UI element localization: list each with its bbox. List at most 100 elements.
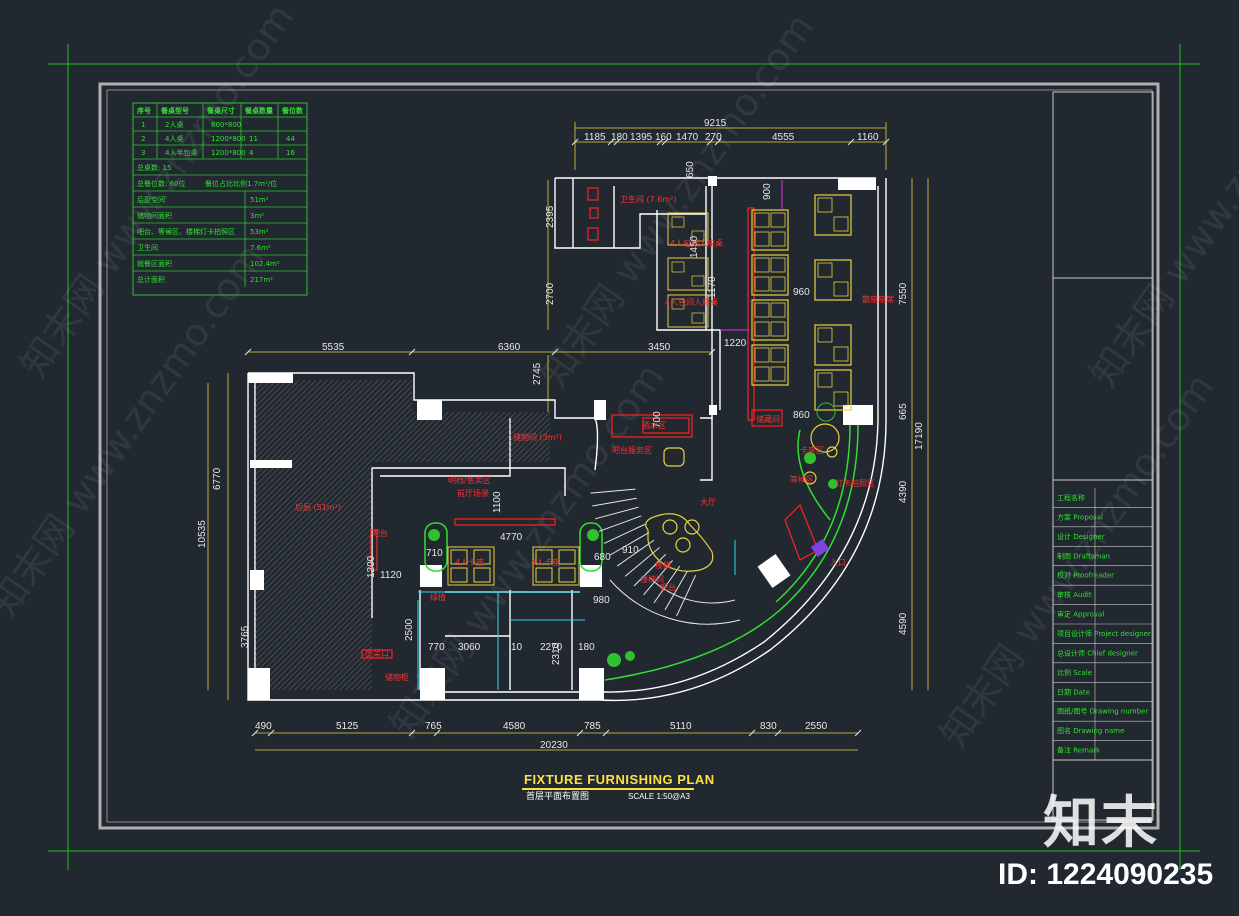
room-label: 4人包间人座桌 — [670, 238, 723, 248]
stair-tread — [616, 539, 655, 567]
dim-top-total: 9215 — [704, 118, 727, 129]
dim-tick — [714, 138, 722, 146]
image-id: ID: 1224090235 — [998, 858, 1214, 891]
room-label: 楼梯间 — [640, 574, 664, 584]
dim-tick — [602, 729, 610, 737]
sheet-border — [98, 82, 1160, 830]
legend-cell: 4 — [249, 149, 254, 157]
dim-inner: 4770 — [500, 532, 523, 543]
dim-inner: 2395 — [545, 205, 556, 228]
private-room-seat — [671, 298, 685, 310]
watermark-text-left-bottom: 知末网 www.znzmo.com — [0, 236, 272, 626]
booth-table — [751, 254, 789, 296]
booth-seat — [754, 276, 770, 292]
stair-tread — [590, 488, 636, 494]
dim-tick — [267, 729, 275, 737]
dim-tick — [748, 729, 756, 737]
room-label: 酒水区 — [642, 420, 666, 430]
dim-top-segment: 1395 — [630, 132, 653, 143]
watermark-text-left: 知末网 www.znzmo.com — [11, 0, 302, 385]
room-label: 卡座区 — [800, 445, 824, 455]
room-label: 吧台服务区 — [612, 445, 652, 455]
booth-seat — [817, 262, 833, 278]
dining-seat — [535, 567, 553, 583]
legend-header: 序号 — [136, 106, 151, 115]
private-room-table — [667, 212, 709, 246]
dim-inner: 10 — [511, 642, 523, 653]
dim-inner: 2700 — [545, 282, 556, 305]
dim-tick — [847, 138, 855, 146]
dim-inner: 2310 — [551, 642, 562, 665]
legend-header: 餐桌型号 — [160, 106, 189, 115]
booth-seat — [754, 321, 770, 337]
booth-table — [751, 299, 789, 341]
dim-tick — [774, 729, 782, 737]
dim-inner: 1170 — [707, 276, 718, 298]
dim-tick — [576, 729, 584, 737]
dim-tick — [706, 138, 714, 146]
round-tables — [645, 423, 840, 572]
dim-top-segment: 180 — [611, 132, 628, 143]
title-block-row-label: 工程名称 — [1057, 493, 1085, 502]
dining-seat — [473, 549, 491, 565]
dim-inner: 860 — [793, 410, 810, 421]
dim-tick — [656, 138, 664, 146]
legend-cell: 1200*800 — [211, 135, 246, 143]
legend-cell: 3 — [141, 149, 145, 157]
legend-cell: 16 — [286, 149, 295, 157]
dim-left: 10535 — [197, 520, 208, 548]
dim-top-segment: 1160 — [857, 132, 879, 143]
dim-tick — [708, 348, 716, 356]
booth-seat — [817, 372, 833, 388]
dim-tick — [854, 729, 862, 737]
stair-tread — [594, 506, 639, 520]
booth-seat — [770, 276, 786, 292]
legend-cell: 11 — [249, 135, 258, 143]
title-scale: SCALE 1:50@A3 — [628, 792, 690, 801]
legend-header: 餐位数 — [281, 106, 304, 115]
dim-inner: 1200 — [366, 555, 377, 578]
room-labels: 卫生间 (7.6m²)4人包间人座桌4人包间人座桌散座座席储藏间储物间 (3m²… — [295, 194, 894, 682]
stair-tread — [598, 515, 642, 532]
booth-seat — [770, 302, 786, 318]
legend-summary-label: 总桌数: 15 — [137, 163, 172, 172]
dim-right: 4590 — [898, 612, 909, 635]
legend-cell: 800*800 — [211, 121, 241, 129]
dim-top-segment: 1470 — [676, 132, 699, 143]
spiral-stair — [590, 488, 741, 625]
dim-left: 6770 — [212, 467, 223, 490]
booth-seat — [770, 321, 786, 337]
private-room-seat — [691, 275, 705, 287]
title-block-row-label: 备注 Remark — [1057, 746, 1101, 755]
title-block-row-label: 项目设计师 Project designer — [1057, 629, 1151, 638]
title-sub: 首层平面布置图 — [526, 790, 589, 802]
legend-summary-label: 储物间面积 — [137, 211, 172, 220]
title-block-row-label: 图名 Drawing name — [1057, 726, 1124, 735]
dim-tick — [551, 348, 559, 356]
legend-cell: 44 — [286, 135, 295, 143]
plant-icons — [428, 402, 838, 667]
private-room-seat — [671, 216, 685, 228]
title-block-row-label: 校对 Proofreader — [1057, 571, 1114, 580]
magenta-lines — [720, 180, 783, 331]
dim-inner: 180 — [578, 642, 595, 653]
entrance-marker — [810, 539, 830, 557]
dim-tick — [607, 138, 615, 146]
legend-summary-value: 102.4m² — [250, 260, 280, 268]
room-label: 前厅场景 — [457, 488, 489, 498]
room-label: 等候区 — [790, 474, 814, 484]
booth-table — [751, 344, 789, 386]
legend-summary-value: 餐位占比比例1.7m²/位 — [205, 179, 277, 188]
stair-tread — [603, 523, 646, 544]
title-block-row-label: 制图 Draftsman — [1057, 551, 1110, 560]
sheet-frame — [48, 44, 1200, 870]
booth-table — [814, 259, 852, 301]
legend-summary-value: 3m² — [250, 212, 264, 220]
dining-seat — [450, 549, 468, 565]
dining-table — [447, 546, 495, 586]
private-room-table — [667, 257, 709, 291]
kitchen-hatch — [255, 380, 550, 690]
stair-tread — [676, 574, 697, 617]
dim-bottom-total: 20230 — [540, 740, 568, 751]
legend-header: 餐桌数量 — [244, 106, 273, 115]
